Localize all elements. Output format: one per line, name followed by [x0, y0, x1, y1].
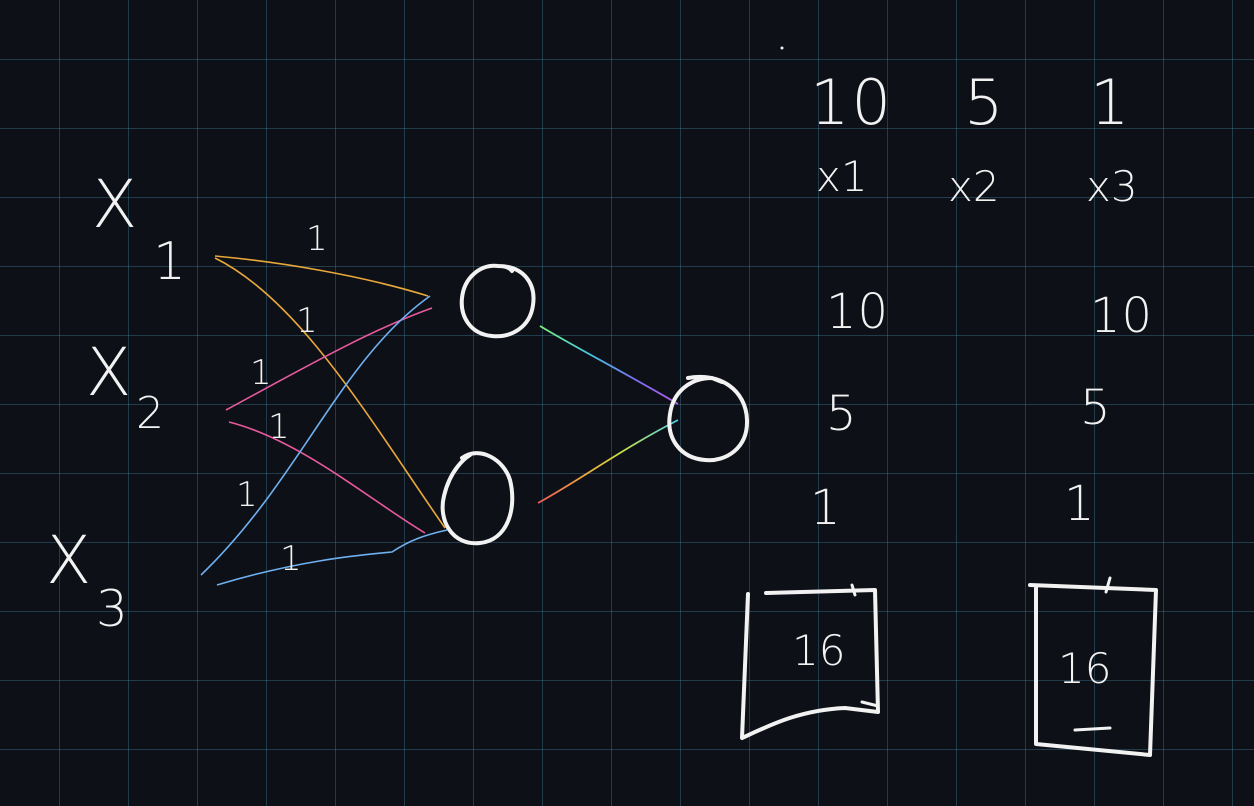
weight-x1-h2: 1: [250, 353, 272, 393]
right-column-value-1: 10: [1090, 288, 1154, 344]
left-column-value-2: 5: [826, 386, 858, 442]
right-column-sum: 16: [1058, 644, 1112, 693]
label-x3: x3: [1086, 162, 1138, 211]
edge-h1-out: [539, 325, 679, 405]
edge-h2-out: [537, 419, 679, 504]
input-x2-sub: 2: [136, 388, 164, 439]
sum-box-left: [740, 588, 880, 740]
input-x1-letter: X: [92, 166, 138, 243]
value-x1: 10: [810, 66, 893, 139]
value-x3: 1: [1090, 66, 1132, 139]
right-column-value-2: 5: [1080, 380, 1112, 436]
value-x2: 5: [964, 66, 1006, 139]
edge-x1-h1: [214, 255, 429, 297]
stray-dot: [780, 46, 784, 50]
weight-x3-h2: 1: [280, 539, 302, 579]
edge-x3-h2: [216, 529, 448, 586]
left-column-value-3: 1: [810, 480, 842, 536]
label-x2: x2: [948, 162, 1000, 211]
weight-x3-h1: 1: [236, 475, 258, 515]
edge-x2-h1: [225, 307, 433, 411]
input-x2-letter: X: [86, 334, 132, 411]
right-column-value-3: 1: [1064, 476, 1096, 532]
neuron-output: [667, 374, 750, 463]
input-x1-sub: 1: [153, 232, 187, 292]
sum-box-left-arrow: [850, 583, 880, 708]
edge-x3-h1: [200, 295, 431, 576]
weight-x1-h1: 1: [306, 219, 328, 259]
sum-box-right-mark: [1073, 576, 1112, 732]
left-column-value-1: 10: [826, 284, 890, 340]
left-column-sum: 16: [792, 626, 846, 675]
weight-x2-h1: 1: [296, 301, 318, 341]
neuron-hidden-2: [440, 451, 515, 546]
weight-x2-h2: 1: [268, 407, 290, 447]
sum-box-right: [1028, 583, 1158, 757]
edge-x2-h2: [228, 421, 426, 534]
edge-x1-h2: [214, 257, 446, 529]
input-x3-sub: 3: [96, 580, 128, 638]
input-x3-letter: X: [46, 522, 92, 599]
label-x1: x1: [816, 152, 868, 201]
neuron-hidden-1: [459, 263, 536, 339]
